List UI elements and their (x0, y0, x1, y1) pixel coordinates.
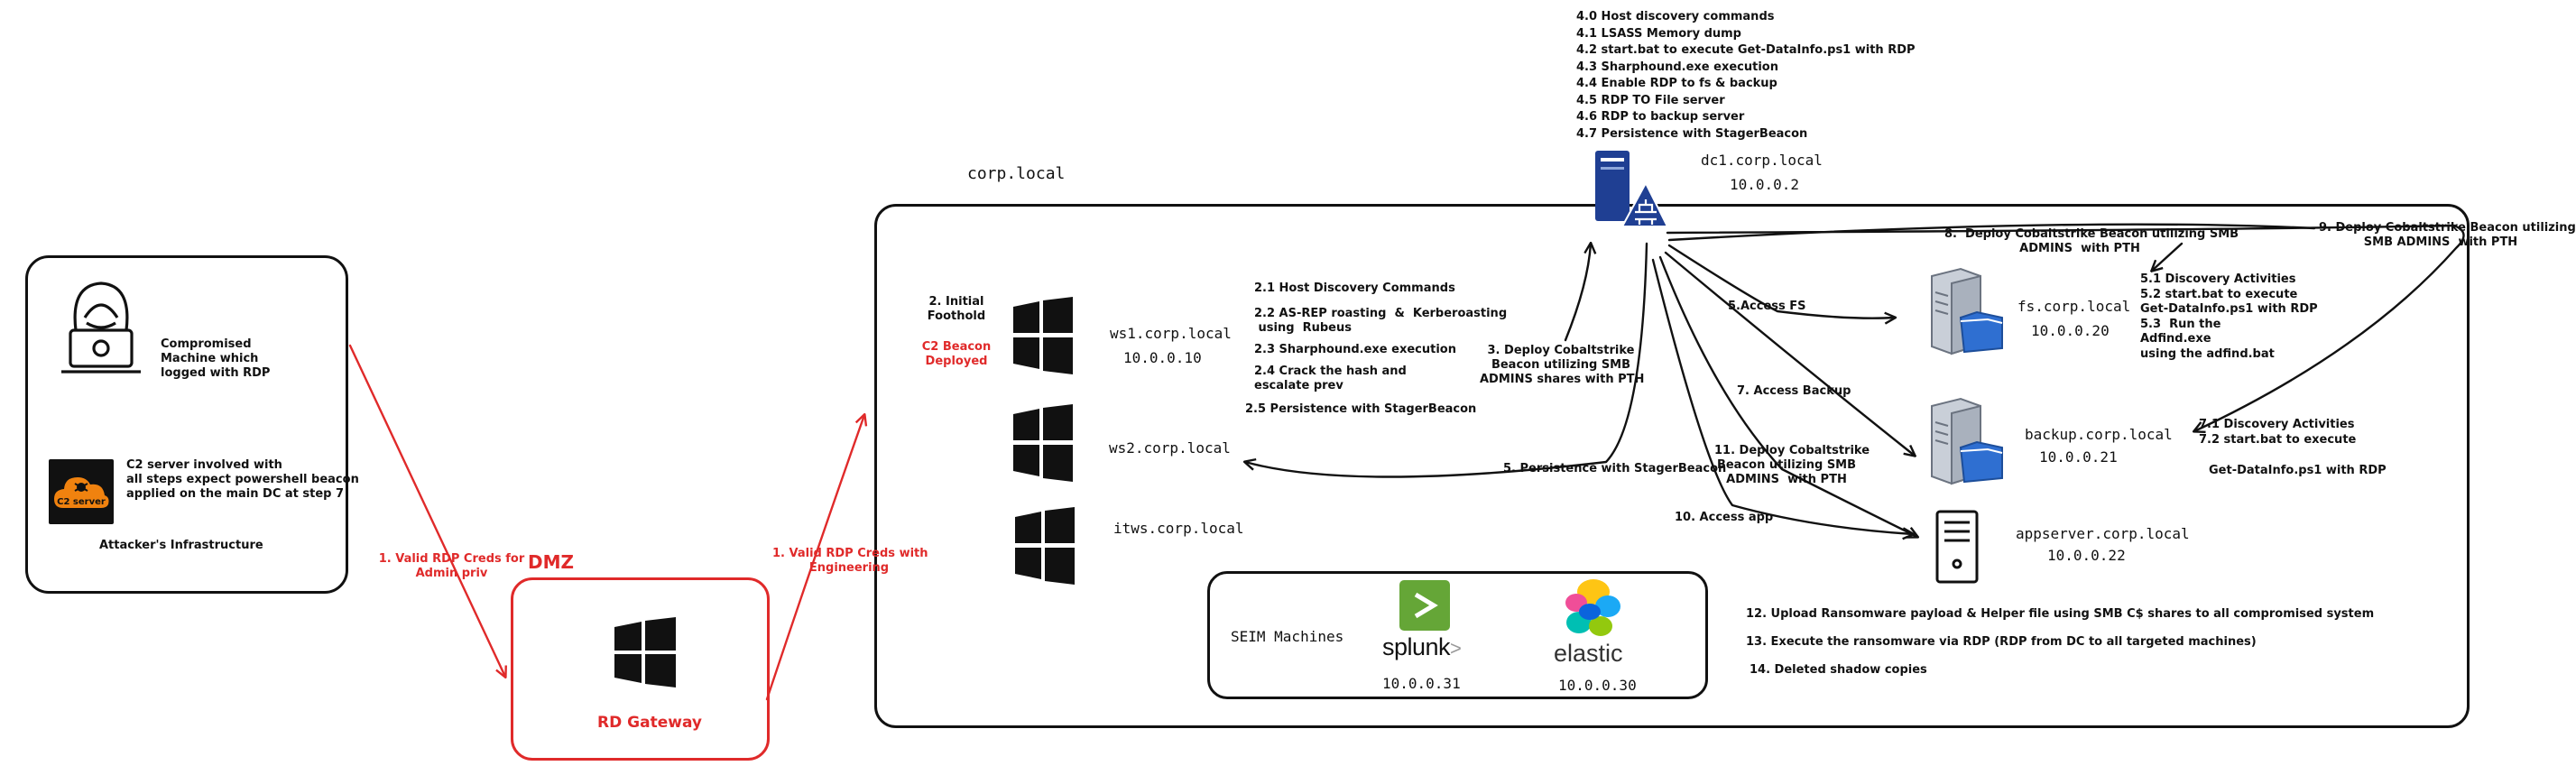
itws-host: itws.corp.local (1113, 520, 1244, 537)
final-step: 13. Execute the ransomware via RDP (RDP … (1746, 635, 2257, 649)
dc-steps: 4.0 Host discovery commands 4.1 LSASS Me… (1576, 9, 1916, 143)
ws1-step: 2.5 Persistence with StagerBeacon (1245, 402, 1477, 416)
dc-step: 4.5 RDP TO File server (1576, 93, 1725, 107)
ws1-host: ws1.corp.local (1110, 325, 1232, 342)
backup-ip: 10.0.0.21 (2039, 448, 2118, 466)
attacker-infrastructure-box (25, 255, 348, 594)
app-host: appserver.corp.local (2016, 525, 2190, 542)
dmz-title: DMZ (528, 551, 575, 573)
deploy-beacon-ws1-label: 3. Deploy Cobaltstrike Beacon utilizing … (1480, 344, 1645, 386)
elastic-wordmark: elastic (1554, 640, 1623, 667)
ws1-step: 2.3 Sharphound.exe execution (1254, 343, 1456, 356)
final-steps: 12. Upload Ransomware payload & Helper f… (1746, 607, 2374, 678)
persistence-ws2-label: 5. Persistence with StagerBeacon (1503, 462, 1727, 475)
dc-step: 4.2 start.bat to execute Get-DataInfo.ps… (1576, 43, 1916, 57)
compromised-machine-label: Compromised Machine which logged with RD… (161, 337, 271, 380)
siem-box (1207, 571, 1708, 699)
dc-step: 4.1 LSASS Memory dump (1576, 26, 1741, 41)
app-server-icon (1935, 510, 1979, 584)
edge-deploy-backup (1666, 224, 2465, 431)
ws1-ip: 10.0.0.10 (1123, 349, 1202, 366)
ws1-steps: 2.1 Host Discovery Commands 2.2 AS-REP r… (1245, 281, 1507, 417)
c2-beacon-deployed-label: C2 Beacon Deployed (921, 340, 992, 368)
corp-domain-box (874, 204, 2470, 728)
edge-deploy-app (1658, 255, 1917, 537)
c2-cloud-icon (54, 477, 109, 508)
access-app-label: 10. Access app (1675, 511, 1774, 524)
fs-steps: 5.1 Discovery Activities 5.2 start.bat t… (2140, 272, 2318, 361)
attacker-infrastructure-title: Attacker's Infrastructure (99, 539, 263, 552)
siem-title: SEIM Machines (1231, 628, 1344, 645)
ws2-host: ws2.corp.local (1109, 439, 1231, 457)
windows-logo-icon-itws (1015, 507, 1075, 585)
ws1-step: 2.1 Host Discovery Commands (1254, 281, 1455, 295)
initial-foothold-label: 2. Initial Foothold (927, 295, 986, 323)
edge-deploy-beacon-ws1 (1564, 244, 1591, 342)
edge-deploy-fs-down (2152, 242, 2184, 271)
backup-server-icon (1931, 397, 2003, 485)
dc-step: 4.4 Enable RDP to fs & backup (1576, 77, 1777, 90)
fs-ip: 10.0.0.20 (2031, 322, 2110, 339)
backup-steps: 7.1 Discovery Activities 7.2 start.bat t… (2199, 418, 2357, 447)
ws1-step: 2.2 AS-REP roasting & Kerberoasting usin… (1254, 307, 1508, 335)
c2-server-label: C2 server involved with all steps expect… (126, 458, 359, 501)
backup-host: backup.corp.local (2025, 426, 2173, 443)
c2-server-badge: C2 server (49, 459, 114, 524)
edge-deploy-fs (1667, 223, 2316, 242)
final-step: 12. Upload Ransomware payload & Helper f… (1746, 607, 2375, 621)
fs-host: fs.corp.local (2017, 298, 2131, 315)
elastic-logo-icon (1565, 579, 1620, 636)
app-ip: 10.0.0.22 (2047, 547, 2126, 564)
deploy-backup-label: 9. Deploy Cobaltstrike Beacon utilizing … (2319, 221, 2576, 249)
windows-logo-icon-ws2 (1013, 404, 1073, 482)
edge-access-backup (1664, 251, 1915, 456)
deploy-fs-label: 8. Deploy Cobaltstrike Beacon utilizing … (1944, 227, 2239, 255)
rd-gateway-label: RD Gateway (597, 714, 702, 732)
splunk-logo (1399, 580, 1450, 631)
chevron-right-icon (1414, 592, 1438, 619)
splunk-wordmark: splunk> (1382, 633, 1462, 661)
elastic-ip: 10.0.0.30 (1558, 677, 1637, 694)
edge-access-app (1651, 258, 1913, 534)
domain-name: corp.local (967, 164, 1066, 183)
edge-rdp-engineering (765, 415, 864, 701)
backup-steps-tail: Get-DataInfo.ps1 with RDP (2209, 464, 2387, 477)
access-fs-label: 5.Access FS (1728, 300, 1806, 313)
edge-rdp-admin (348, 344, 505, 677)
edge-access-fs (1667, 244, 1895, 318)
dc-step: 4.3 Sharphound.exe execution (1576, 60, 1778, 74)
final-step: 14. Deleted shadow copies (1750, 663, 1927, 677)
splunk-ip: 10.0.0.31 (1382, 675, 1461, 692)
ws1-step: 2.4 Crack the hash and escalate prev (1254, 365, 1407, 392)
dc-step: 4.7 Persistence with StagerBeacon (1576, 126, 1808, 141)
dc-host: dc1.corp.local (1701, 152, 1823, 169)
dc-step: 4.6 RDP to backup server (1576, 110, 1745, 124)
dc-ip: 10.0.0.2 (1730, 176, 1800, 193)
rdp-engineering-edge-label: 1. Valid RDP Creds with Engineering (772, 547, 928, 575)
deploy-app-label: 11. Deploy Cobaltstrike Beacon utilizing… (1714, 444, 1870, 486)
file-server-icon (1931, 267, 2003, 355)
edge-persistence-ws2 (1245, 242, 1648, 478)
access-backup-label: 7. Access Backup (1737, 384, 1851, 398)
rdp-admin-edge-label: 1. Valid RDP Creds for Admin priv (378, 552, 525, 580)
c2-badge-text: C2 server (57, 497, 106, 507)
windows-logo-icon-ws1 (1013, 297, 1073, 374)
windows-logo-icon-gateway (614, 617, 676, 688)
dc-step: 4.0 Host discovery commands (1576, 10, 1775, 23)
splunk-suffix: > (1450, 637, 1462, 660)
domain-controller-icon (1595, 151, 1669, 227)
dmz-box (511, 577, 770, 761)
splunk-name: splunk (1382, 633, 1451, 660)
hacker-laptop-icon (61, 281, 141, 374)
